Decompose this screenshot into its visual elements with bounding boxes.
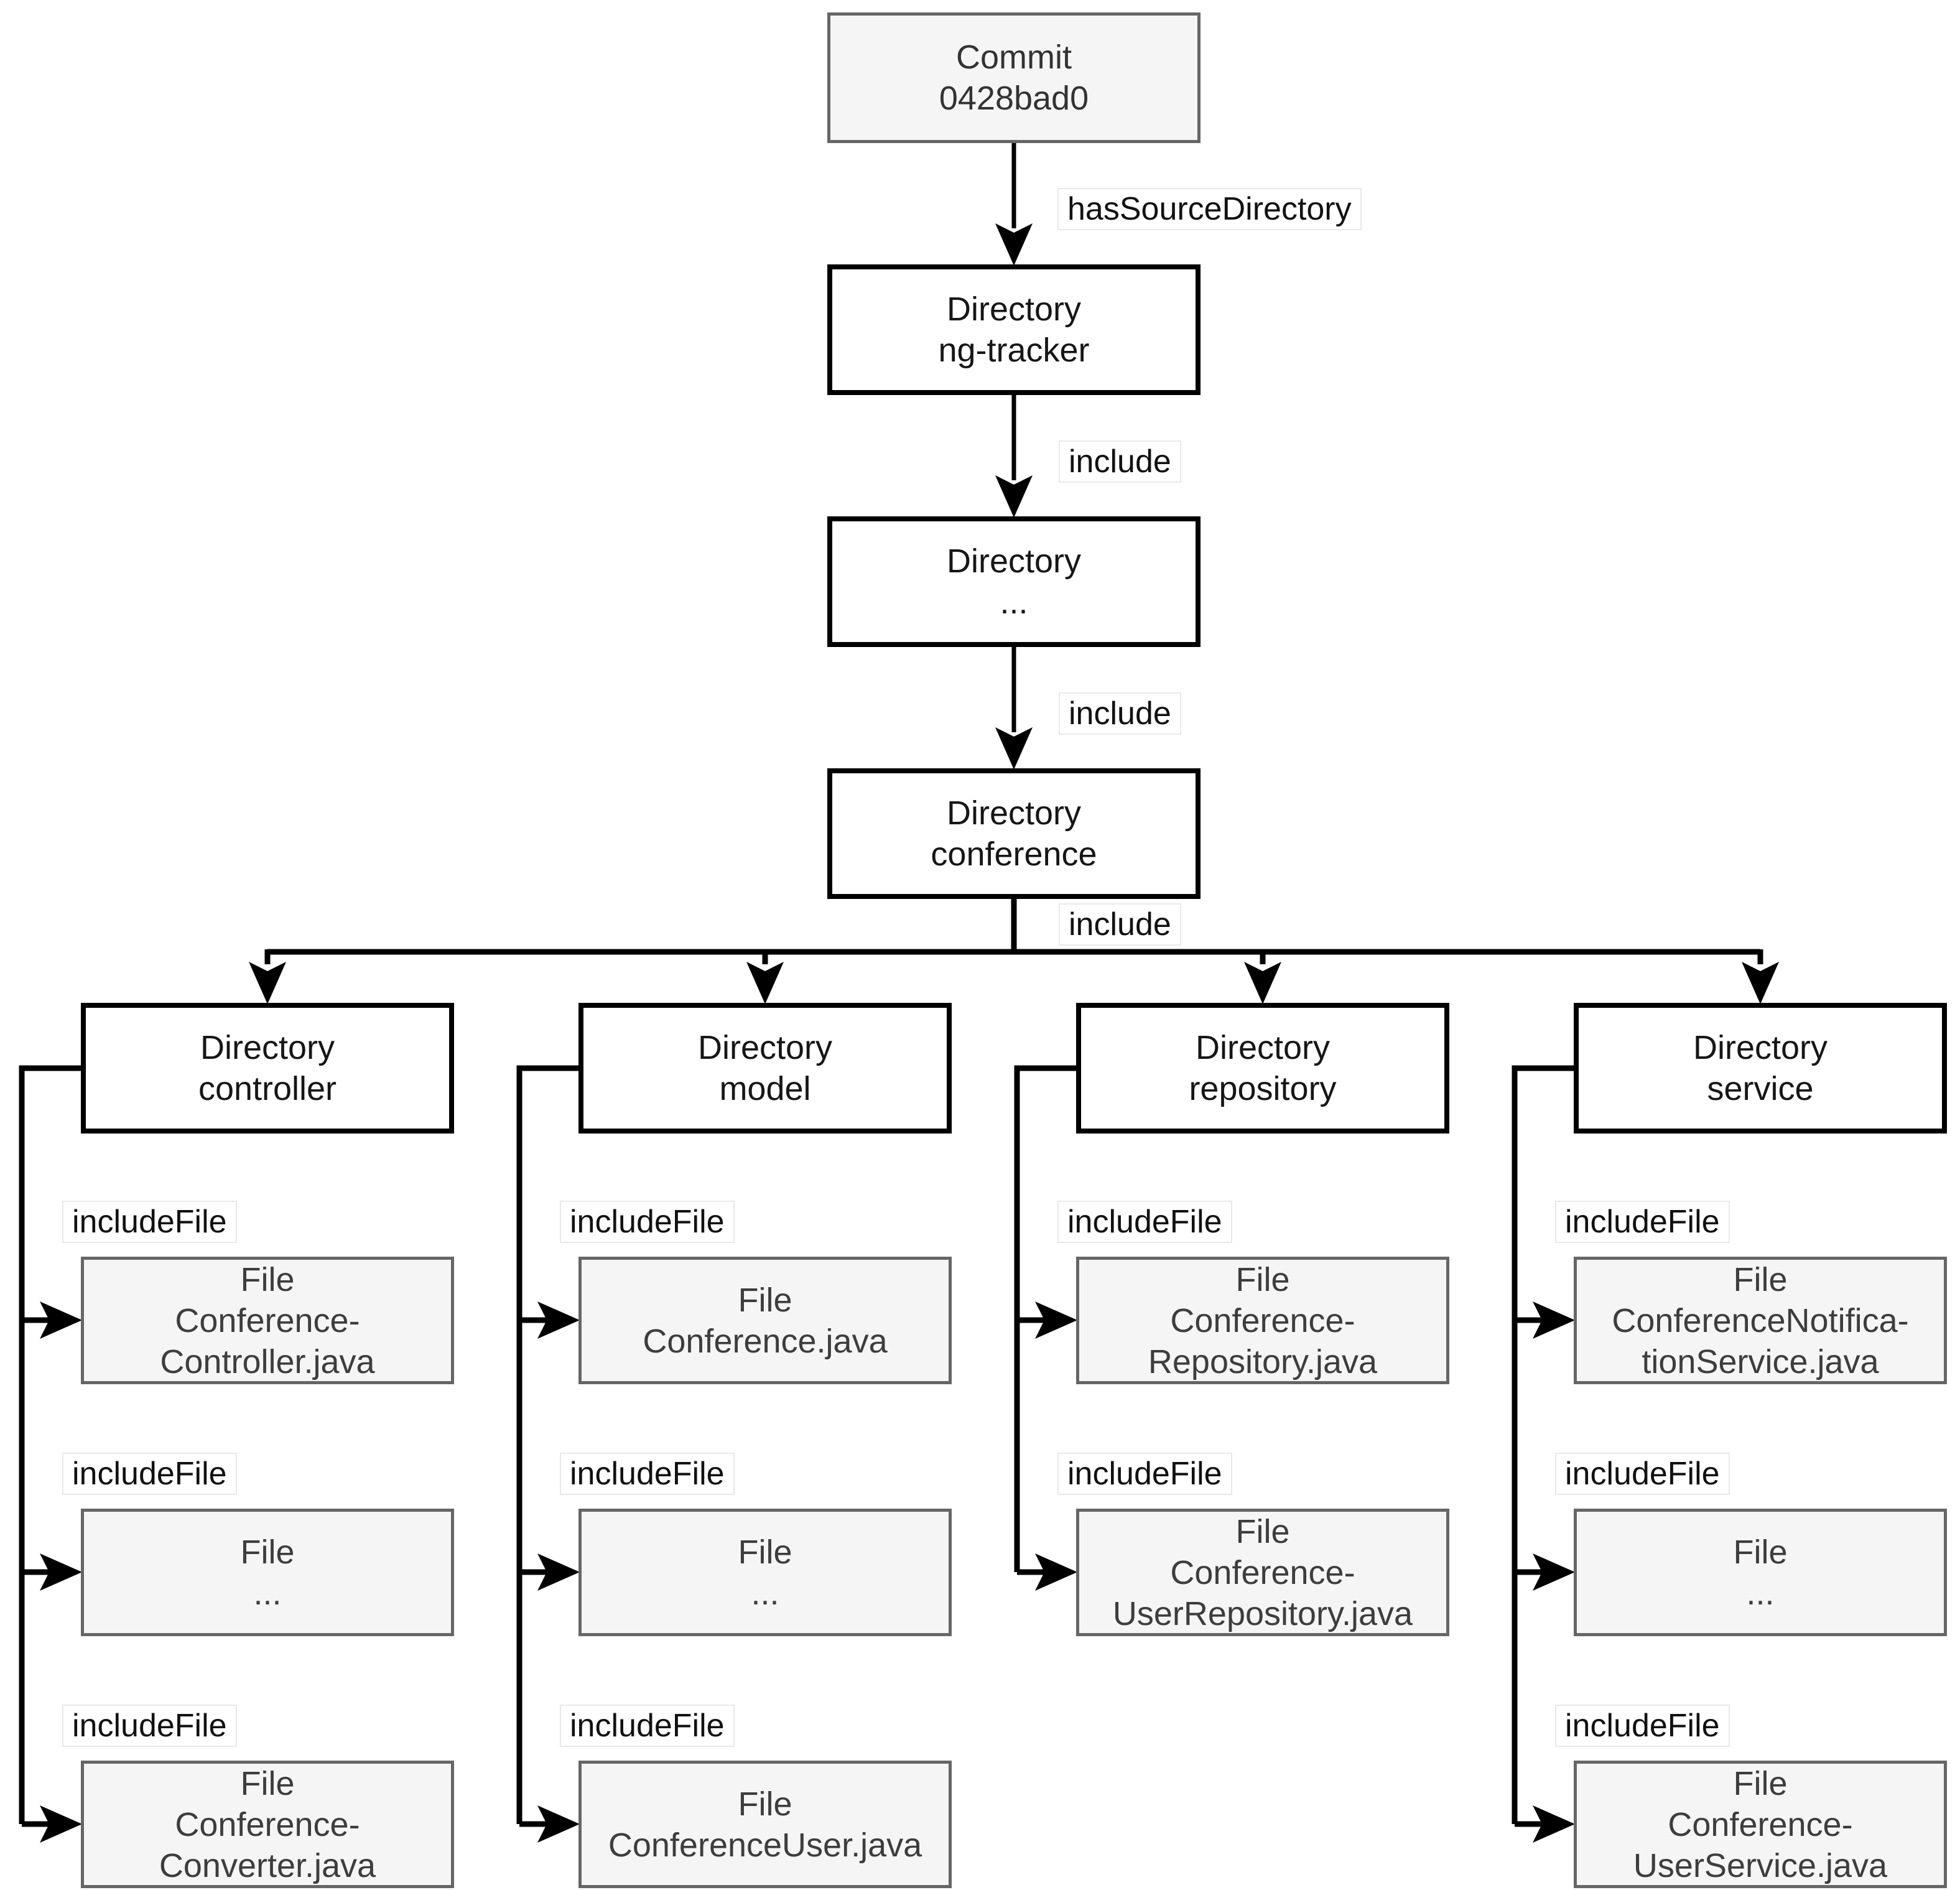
edge-label-includefile-controller-1: includeFile: [62, 1201, 237, 1243]
edge-label-includefile-service-2: includeFile: [1555, 1453, 1730, 1495]
node-directory-repository: Directory repository: [1076, 1003, 1449, 1134]
node-file-conference-repository: File Conference- Repository.java: [1076, 1257, 1449, 1384]
node-file-conference-java: File Conference.java: [578, 1257, 952, 1384]
node-directory-model: Directory model: [578, 1003, 952, 1134]
node-directory-service: Directory service: [1574, 1003, 1947, 1134]
edge-label-includefile-model-2: includeFile: [560, 1453, 735, 1495]
edge-ngtracker-to-ellipsis: [995, 395, 1033, 518]
edge-commit-to-ngtracker: [995, 143, 1033, 266]
edge-controller-files: [19, 1065, 82, 1843]
node-file-conference-controller: File Conference- Controller.java: [81, 1257, 454, 1384]
edge-model-files: [516, 1065, 580, 1843]
edge-label-includefile-service-1: includeFile: [1555, 1201, 1730, 1243]
edge-label-include-3: include: [1059, 903, 1181, 946]
edge-label-includefile-repository-1: includeFile: [1057, 1201, 1232, 1243]
edge-label-include-2: include: [1059, 692, 1181, 735]
node-file-service-ellipsis: File ...: [1574, 1509, 1947, 1636]
node-directory-ng-tracker: Directory ng-tracker: [827, 264, 1201, 395]
node-file-conference-user-service: File Conference- UserService.java: [1574, 1761, 1947, 1888]
edge-label-includefile-controller-3: includeFile: [62, 1705, 237, 1747]
node-file-conference-user: File ConferenceUser.java: [578, 1761, 952, 1888]
edge-service-files: [1512, 1065, 1575, 1843]
edge-label-has-source-directory: hasSourceDirectory: [1057, 188, 1362, 230]
edge-repository-files: [1014, 1065, 1077, 1591]
edge-label-includefile-service-3: includeFile: [1555, 1705, 1730, 1747]
node-file-conference-notification-service: File ConferenceNotifica- tionService.jav…: [1574, 1257, 1947, 1384]
node-directory-conference: Directory conference: [827, 768, 1201, 899]
node-file-conference-converter: File Conference- Converter.java: [81, 1761, 454, 1888]
edge-label-includefile-model-3: includeFile: [560, 1705, 735, 1747]
node-directory-controller: Directory controller: [81, 1003, 454, 1134]
edge-label-includefile-controller-2: includeFile: [62, 1453, 237, 1495]
node-file-conference-user-repository: File Conference- UserRepository.java: [1076, 1509, 1449, 1636]
edge-label-includefile-model-1: includeFile: [560, 1201, 735, 1243]
node-file-model-ellipsis: File ...: [578, 1509, 952, 1636]
edge-label-include-1: include: [1059, 440, 1181, 483]
edge-ellipsis-to-conference: [995, 647, 1033, 770]
node-commit: Commit 0428bad0: [827, 12, 1201, 143]
edge-label-includefile-repository-2: includeFile: [1057, 1453, 1232, 1495]
node-file-controller-ellipsis: File ...: [81, 1509, 454, 1636]
node-directory-ellipsis: Directory ...: [827, 516, 1201, 647]
edge-conference-branch: [249, 899, 1779, 1004]
